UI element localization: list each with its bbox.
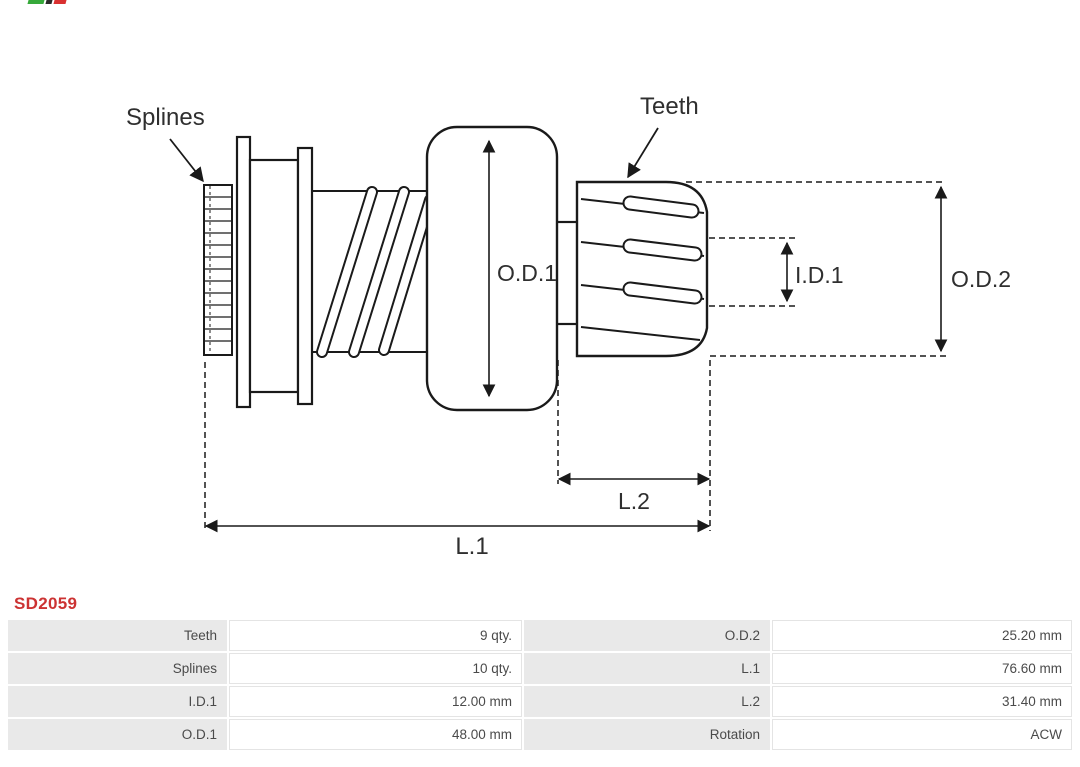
spec-label-l1: L.1	[524, 653, 770, 684]
spec-label-rotation: Rotation	[524, 719, 770, 750]
pinion-gear	[575, 180, 709, 358]
od1-label: O.D.1	[497, 260, 557, 286]
brand-logo-fragment	[27, 0, 67, 4]
spec-value-l1: 76.60 mm	[772, 653, 1072, 684]
od2-label: O.D.2	[951, 266, 1011, 292]
brand-logo-red-segment	[53, 0, 67, 4]
teeth-label: Teeth	[640, 93, 699, 120]
brand-logo-dark-segment	[45, 0, 53, 4]
spec-label-od1: O.D.1	[8, 719, 227, 750]
splines-arrow	[169, 138, 204, 183]
splined-shaft	[203, 184, 233, 356]
spec-value-od1: 48.00 mm	[229, 719, 522, 750]
spec-label-l2: L.2	[524, 686, 770, 717]
spec-value-splines: 10 qty.	[229, 653, 522, 684]
spec-value-l2: 31.40 mm	[772, 686, 1072, 717]
id1-dimension: I.D.1	[709, 237, 844, 307]
spec-value-teeth: 9 qty.	[229, 620, 522, 651]
starter-drive-diagram: Splines Teeth	[126, 93, 1011, 560]
splines-label: Splines	[126, 104, 205, 131]
flange-plates	[235, 135, 314, 409]
spec-value-rotation: ACW	[772, 719, 1072, 750]
return-spring	[316, 186, 436, 358]
spec-label-id1: I.D.1	[8, 686, 227, 717]
part-number: SD2059	[14, 594, 78, 613]
id1-label: I.D.1	[795, 262, 844, 288]
spec-table: Teeth 9 qty. O.D.2 25.20 mm Splines 10 q…	[8, 620, 1072, 750]
od2-dimension: O.D.2	[686, 181, 1011, 357]
l2-dimension: L.2	[557, 360, 711, 531]
spec-label-od2: O.D.2	[524, 620, 770, 651]
od1-dimension: O.D.1	[482, 139, 557, 398]
teeth-arrow	[627, 127, 659, 179]
l2-label: L.2	[618, 488, 650, 514]
spec-label-splines: Splines	[8, 653, 227, 684]
spec-value-od2: 25.20 mm	[772, 620, 1072, 651]
l1-label: L.1	[455, 533, 488, 560]
spec-value-id1: 12.00 mm	[229, 686, 522, 717]
brand-logo-green-segment	[27, 0, 45, 4]
spec-label-teeth: Teeth	[8, 620, 227, 651]
l1-dimension: L.1	[204, 362, 711, 560]
